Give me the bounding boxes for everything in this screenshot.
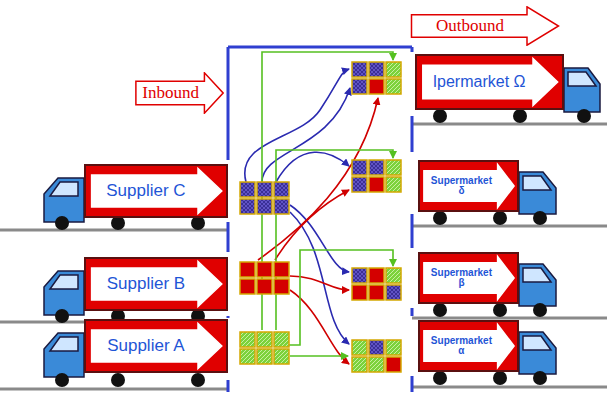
- truck-wheels: [55, 109, 591, 387]
- truck-label: Supplier B: [107, 275, 185, 293]
- arrow-sign: [420, 254, 517, 302]
- arrow-sign: [420, 162, 517, 210]
- outbound-arrow: Outbound: [410, 6, 560, 46]
- truck-body: Supplier B: [84, 257, 228, 311]
- truck-label: Supermarket β: [428, 268, 494, 289]
- ground-lines: [0, 124, 607, 389]
- arrow-sign: [420, 322, 517, 370]
- truck-body: Supplier C: [84, 164, 228, 218]
- truck-body: Supermarket δ: [418, 160, 519, 212]
- truck-cabs: [44, 68, 600, 377]
- flow-arrows: [245, 52, 393, 364]
- truck-label: Ipermarket Ω: [433, 74, 526, 91]
- direction-label: Outbound: [436, 17, 504, 35]
- truck-body: Supermarket α: [418, 320, 519, 372]
- truck-label: Supermarket δ: [428, 176, 494, 197]
- inbound-arrow: Inbound: [135, 72, 224, 114]
- direction-label: Inbound: [142, 84, 199, 102]
- warehouse-outline: [228, 47, 412, 392]
- truck-label: Supermarket α: [428, 336, 494, 357]
- truck-label: Supplier C: [106, 182, 185, 200]
- truck-body: Supplier A: [84, 319, 228, 373]
- pallets: [240, 62, 401, 372]
- truck-body: Supermarket β: [418, 252, 519, 304]
- truck-label: Supplier A: [107, 337, 185, 355]
- truck-body: Ipermarket Ω: [415, 54, 564, 110]
